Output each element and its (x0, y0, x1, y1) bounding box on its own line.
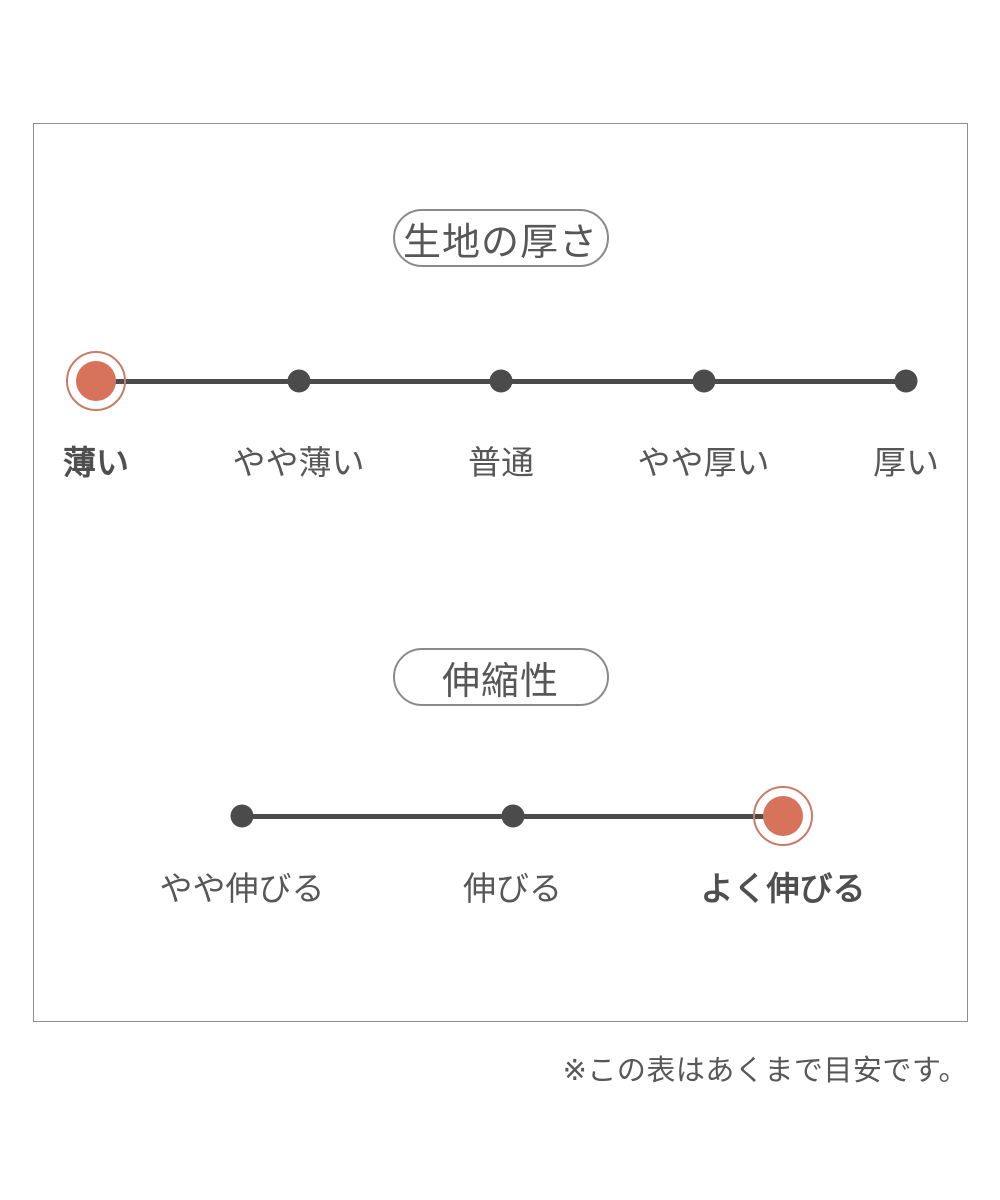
scale-point (230, 804, 254, 828)
fabric-thickness-scale: 薄い やや薄い 普通 やや厚い 厚い (34, 124, 967, 1021)
section-title-fabric-thickness: 生地の厚さ (392, 209, 609, 267)
scale-label: 薄い (63, 444, 129, 481)
scale-label: やや伸びる (159, 870, 325, 907)
scale-point-selected (763, 796, 803, 836)
scale-point (489, 369, 513, 393)
scale-label: 伸びる (463, 870, 562, 907)
spec-panel: 生地の厚さ 薄い やや薄い 普通 やや厚い 厚い 伸縮性 やや伸びる 伸びる よく伸びる (33, 123, 968, 1022)
section-title-fabric-thickness-text: 生地の厚さ (402, 221, 598, 264)
selected-ring (66, 351, 126, 411)
scale-point (501, 804, 524, 828)
section-title-stretchability-text: 伸縮性 (441, 660, 559, 703)
scale-label: やや厚い (637, 444, 770, 481)
scale-label: 厚い (873, 444, 939, 481)
scale-label: よく伸びる (700, 870, 866, 907)
selected-ring (753, 786, 813, 846)
section-title-stretchability: 伸縮性 (392, 648, 609, 706)
scale-label: やや薄い (232, 444, 365, 481)
scale-label: 普通 (468, 444, 534, 481)
scale-point (287, 369, 310, 393)
scale-point-selected (76, 361, 116, 401)
scale-point (894, 369, 918, 393)
stretchability-scale: やや伸びる 伸びる よく伸びる (34, 124, 967, 1021)
scale-point (692, 369, 715, 393)
footnote-text: ※この表はあくまで目安です。 (562, 1055, 968, 1087)
